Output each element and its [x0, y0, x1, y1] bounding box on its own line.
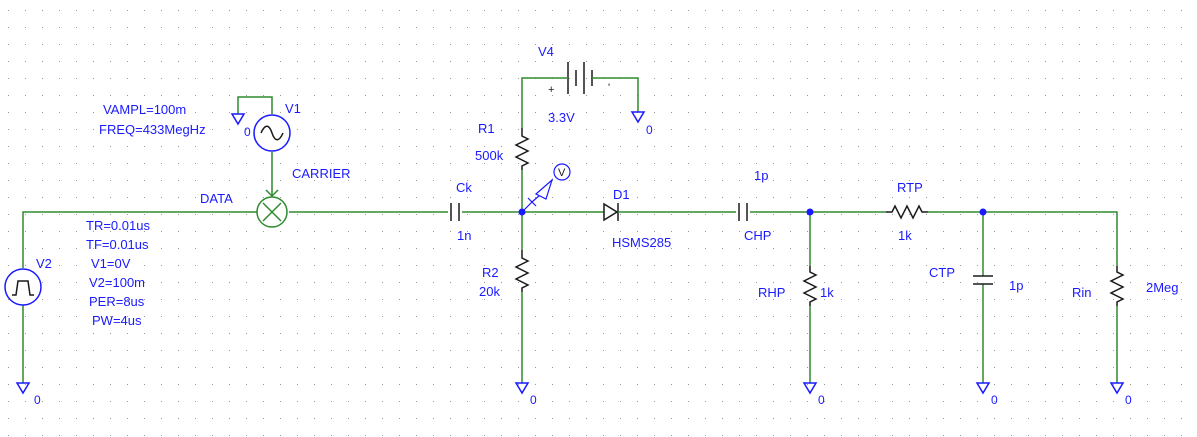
ck-ref-label: Ck — [456, 180, 472, 195]
junction-dot — [806, 208, 814, 216]
d1-model-label: HSMS285 — [612, 235, 671, 250]
v2-circle — [4, 268, 42, 306]
probe-circle — [553, 163, 571, 181]
v2-v2-label: V2=100m — [89, 275, 145, 290]
rin-ref-label: Rin — [1072, 285, 1092, 300]
ctp-ref-label: CTP — [929, 265, 955, 280]
ground-icon — [230, 113, 246, 126]
voltage-probe[interactable] — [521, 163, 571, 213]
v1-freq-label: FREQ=433MegHz — [99, 122, 206, 137]
chp-capacitor[interactable] — [738, 203, 748, 221]
v2-tr-label: TR=0.01us — [86, 218, 150, 233]
ground-icon — [1109, 382, 1125, 395]
wire-v4-r1[interactable] — [521, 77, 562, 128]
v1-ref-label: V1 — [285, 101, 301, 116]
v4-gnd-label: 0 — [646, 123, 653, 137]
wires — [22, 77, 1118, 383]
wire-v1-ground[interactable] — [237, 96, 273, 114]
ctp-value-label: 1p — [1009, 278, 1023, 293]
r2-ref-label: R2 — [482, 265, 499, 280]
ground-icon — [15, 382, 31, 395]
v4-value-label: 3.3V — [548, 110, 575, 125]
r1-resistor[interactable] — [514, 128, 530, 170]
v1-vampl-label: VAMPL=100m — [103, 102, 186, 117]
d1-diode[interactable] — [600, 202, 622, 222]
v4-battery[interactable] — [562, 62, 596, 94]
wire-v4-ground[interactable] — [596, 77, 639, 112]
multiply-icon — [262, 202, 282, 222]
r1-value-label: 500k — [475, 148, 504, 163]
v2-per-label: PER=8us — [89, 294, 145, 309]
wire-rtp-rin[interactable] — [928, 211, 1118, 266]
v2-v1-label: V1=0V — [91, 256, 131, 271]
probe-head — [534, 178, 554, 200]
probe-stem — [521, 201, 533, 213]
data-net-label: DATA — [200, 191, 233, 206]
v2-tf-label: TF=0.01us — [86, 237, 149, 252]
ground-symbols — [15, 111, 1125, 395]
ground-icon — [975, 382, 991, 395]
rin-value-label: 2Meg — [1146, 280, 1179, 295]
rhp-ref-label: RHP — [758, 285, 785, 300]
r2-resistor[interactable] — [514, 250, 530, 292]
rhp-gnd-label: 0 — [818, 393, 825, 407]
rtp-value-label: 1k — [898, 228, 912, 243]
sine-icon — [260, 125, 284, 141]
v2-pw-label: PW=4us — [92, 313, 142, 328]
chp-value-label: 1p — [754, 168, 768, 183]
r1-ref-label: R1 — [478, 121, 495, 136]
v2-pulse-source[interactable] — [4, 268, 42, 306]
d1-ref-label: D1 — [613, 187, 630, 202]
pulse-icon — [12, 280, 34, 296]
rtp-ref-label: RTP — [897, 180, 923, 195]
chp-ref-label: CHP — [744, 228, 771, 243]
ctp-gnd-label: 0 — [991, 393, 998, 407]
carrier-net-label: CARRIER — [292, 166, 351, 181]
ground-icon — [514, 382, 530, 395]
diode-triangle — [603, 202, 619, 222]
v4-plus-label: + — [548, 84, 554, 96]
v4-minus-label: ' — [608, 82, 610, 94]
mixer[interactable] — [256, 189, 288, 228]
rhp-value-label: 1k — [820, 285, 834, 300]
rtp-resistor[interactable] — [886, 204, 928, 220]
r2-value-label: 20k — [479, 284, 500, 299]
ground-icon — [802, 382, 818, 395]
ground-icon — [630, 111, 646, 124]
v1-sine-source[interactable] — [253, 114, 291, 152]
ctp-capacitor[interactable] — [973, 275, 993, 285]
ck-value-label: 1n — [457, 228, 471, 243]
arrow-down-icon — [265, 189, 279, 198]
r2-gnd-label: 0 — [530, 393, 537, 407]
v2-gnd-label: 0 — [34, 393, 41, 407]
probe-label: V — [558, 167, 566, 179]
wire-data[interactable] — [22, 211, 258, 268]
v1-gnd-label: 0 — [244, 125, 251, 139]
junction-dot — [979, 208, 987, 216]
rin-resistor[interactable] — [1109, 266, 1125, 306]
ck-capacitor[interactable] — [450, 203, 460, 221]
v2-ref-label: V2 — [36, 256, 52, 271]
rin-gnd-label: 0 — [1125, 393, 1132, 407]
v4-ref-label: V4 — [538, 44, 554, 59]
rhp-resistor[interactable] — [802, 266, 818, 306]
background-grid — [8, 10, 1182, 436]
